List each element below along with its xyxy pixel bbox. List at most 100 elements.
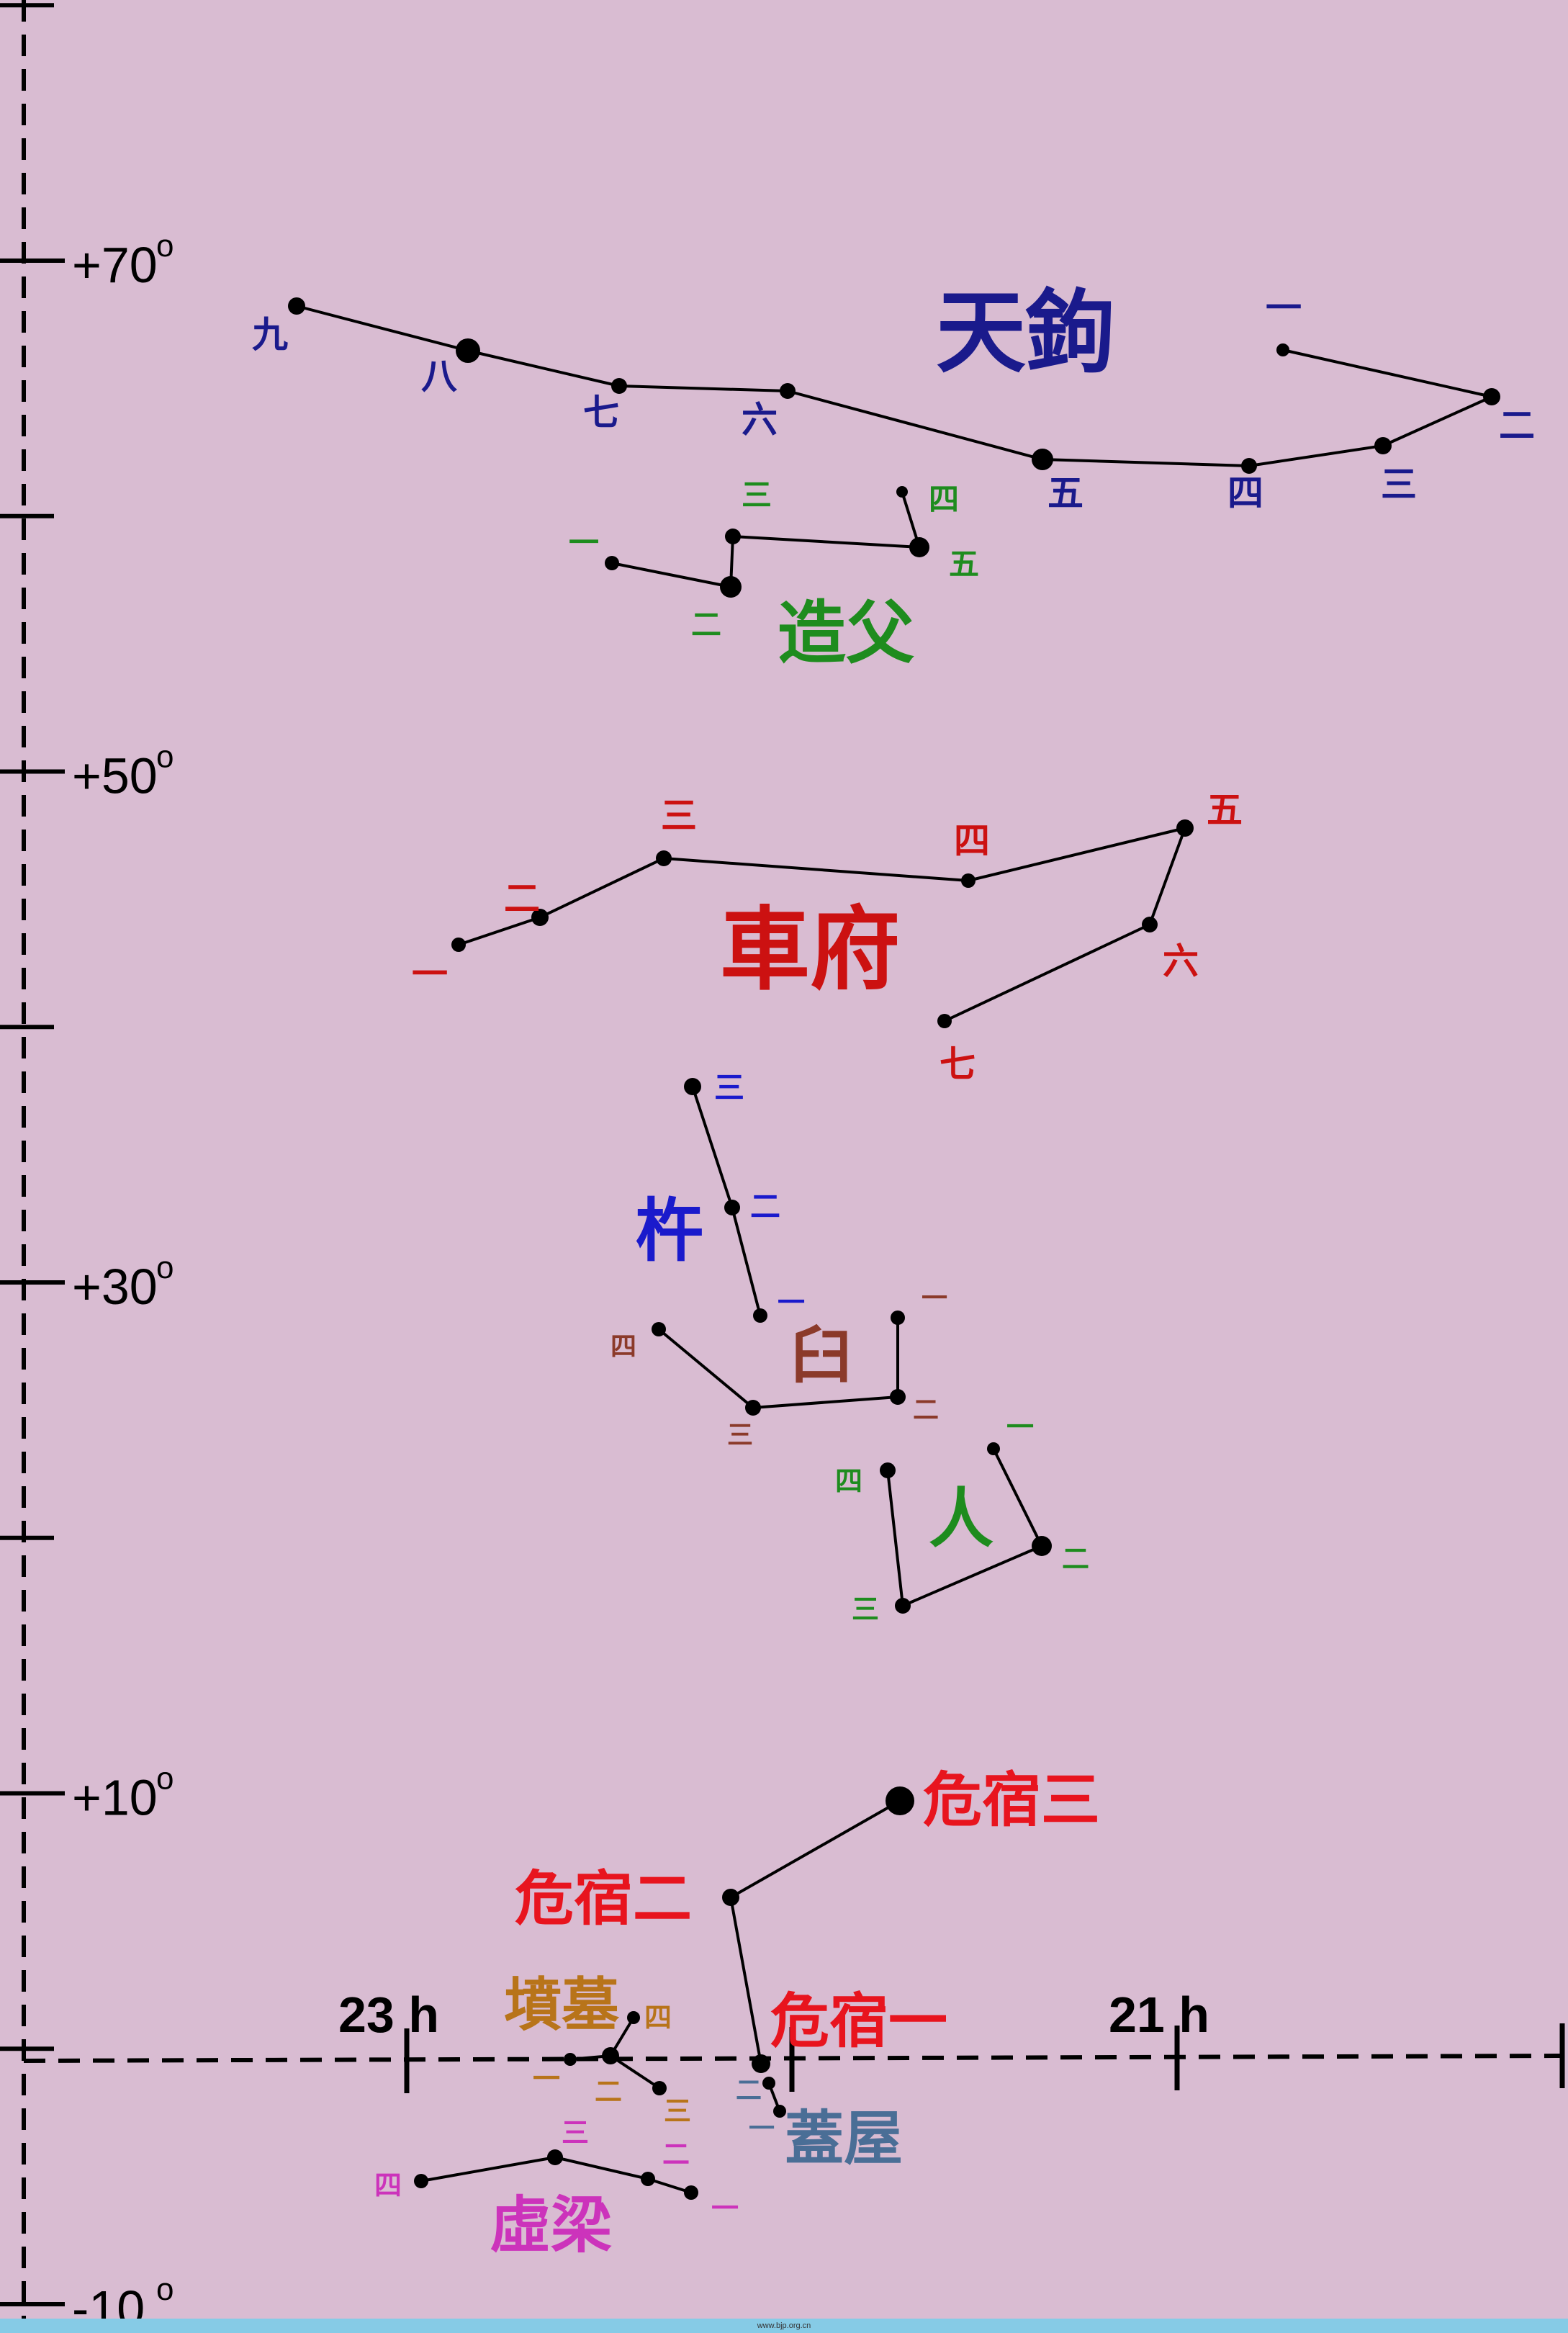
asterism-name: 車府: [720, 898, 900, 1002]
star-label: 三: [664, 2095, 691, 2127]
asterism-name: 人: [929, 1481, 993, 1557]
star-label: 一: [569, 525, 599, 560]
star-label: 危宿一: [770, 1987, 947, 2056]
connector-line: [420, 2156, 556, 2183]
star-label: 危宿三: [923, 1766, 1100, 1835]
asterism-name: 虛梁: [490, 2190, 612, 2262]
asterism-9: [420, 2156, 692, 2194]
star-label: 七: [940, 1043, 976, 1085]
star-label: 三: [852, 1593, 879, 1625]
connector-line: [618, 385, 788, 392]
star-label: 二: [1062, 1543, 1089, 1575]
star-dot: [752, 2054, 770, 2073]
asterism-2: [458, 827, 1186, 1022]
connector-line: [730, 1799, 901, 1899]
asterism-name: 天鉤: [936, 281, 1116, 385]
footer-credit: www.bjp.org.cn: [0, 2319, 1568, 2333]
star-dot: [641, 2172, 655, 2186]
degree-symbol: o: [156, 228, 174, 264]
dec-label: +70: [72, 237, 158, 293]
star-dot: [1032, 449, 1053, 470]
connector-line: [1382, 395, 1492, 447]
star-label: 一: [749, 2114, 775, 2144]
star-label: 二: [691, 607, 721, 642]
connector-line: [1042, 458, 1250, 467]
connector-line: [731, 1207, 762, 1316]
asterism-name: 墳墓: [504, 1972, 620, 2038]
star-label: 四: [929, 482, 959, 517]
star-label: 三: [714, 1070, 744, 1105]
connector-line: [458, 916, 541, 946]
star-dot: [895, 1598, 911, 1614]
ra-label: 21 h: [1109, 1987, 1209, 2043]
star-label: 一: [922, 1284, 947, 1313]
connector-line: [554, 2156, 649, 2180]
degree-symbol: o: [156, 1250, 174, 1285]
dec-label: +10: [72, 1770, 158, 1826]
star-label: 二: [504, 878, 540, 920]
dec-label: -10: [72, 2280, 145, 2319]
star-label: 五: [1207, 789, 1243, 831]
star-dot: [656, 850, 672, 866]
star-dot: [652, 2081, 667, 2095]
star-label: 三: [661, 795, 697, 837]
connector-line: [968, 827, 1186, 882]
asterism-0: [296, 305, 1492, 467]
asterism-6: [729, 1799, 901, 2064]
star-dot: [773, 2105, 786, 2118]
degree-symbol: o: [156, 2272, 174, 2307]
star-label: 四: [1227, 472, 1263, 514]
star-label: 八: [421, 356, 458, 397]
star-dot: [937, 1014, 952, 1028]
star-label: 三: [562, 2117, 589, 2149]
star-dot: [1483, 388, 1500, 405]
star-dot: [762, 2077, 775, 2090]
asterism-name: 蓋屋: [785, 2105, 903, 2173]
connector-line: [902, 1545, 1042, 1607]
star-label: 一: [778, 1287, 805, 1318]
star-dot: [547, 2149, 563, 2165]
connector-line: [732, 535, 920, 549]
star-dot: [1032, 1536, 1052, 1556]
connector-line: [886, 1470, 904, 1606]
connector-line: [611, 562, 731, 588]
connector-line: [787, 390, 1043, 461]
degree-symbol: o: [156, 740, 174, 775]
star-dot: [605, 556, 619, 570]
star-dot: [531, 909, 549, 926]
star-dot: [1176, 819, 1194, 837]
connector-line: [1282, 349, 1492, 398]
connector-line: [944, 923, 1150, 1022]
star-label: 一: [711, 2193, 739, 2224]
star-dot: [602, 2047, 619, 2064]
star-dot: [288, 297, 305, 315]
connector-line: [647, 2177, 692, 2194]
star-label: 一: [1266, 287, 1302, 329]
star-dot: [724, 1200, 740, 1215]
dec-label: +50: [72, 748, 158, 804]
star-dot: [1142, 917, 1158, 932]
connector-line: [539, 857, 664, 919]
star-label: 二: [736, 2076, 762, 2105]
star-label: 七: [583, 392, 619, 433]
asterism-3: [691, 1086, 762, 1316]
dec-label: +30: [72, 1259, 158, 1315]
connector-line: [992, 1448, 1043, 1547]
star-label: 五: [949, 547, 979, 582]
connector-line: [1248, 444, 1384, 467]
star-dot: [780, 383, 796, 399]
star-dot: [987, 1442, 1000, 1455]
star-label: 三: [727, 1421, 753, 1450]
asterism-name: 杵: [635, 1192, 703, 1271]
star-label: 危宿二: [515, 1865, 692, 1933]
star-dot: [564, 2053, 577, 2066]
star-dot: [456, 338, 480, 363]
star-dot: [720, 576, 742, 598]
ra-label: 23 h: [338, 1987, 439, 2043]
star-dot: [1374, 437, 1392, 454]
connector-line: [467, 349, 620, 387]
star-dot: [725, 529, 741, 544]
star-label: 四: [644, 2002, 672, 2033]
star-label: 四: [954, 820, 990, 862]
star-label: 四: [374, 2170, 402, 2201]
